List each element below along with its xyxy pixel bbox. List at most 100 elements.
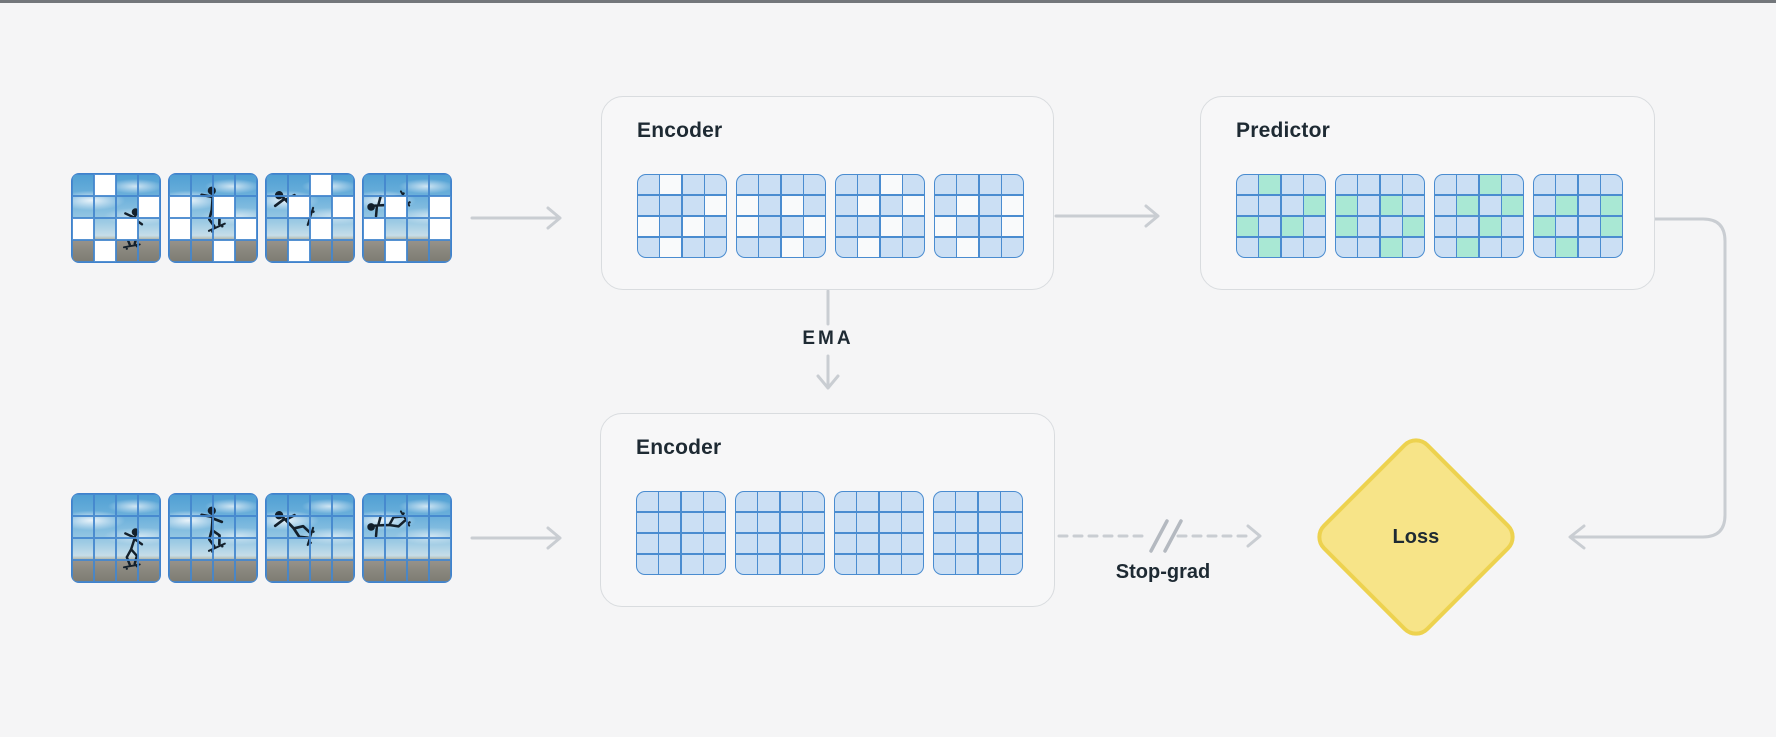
context-token-cell bbox=[903, 237, 924, 257]
visible-patch bbox=[94, 538, 116, 560]
visible-patch bbox=[138, 516, 160, 538]
context-token-cell bbox=[835, 512, 856, 533]
context-token-cell bbox=[704, 492, 725, 512]
masked-patch bbox=[288, 196, 310, 218]
context-token-cell bbox=[1304, 237, 1325, 257]
context-token-cell bbox=[804, 237, 825, 257]
predicted-token-cell bbox=[1479, 216, 1501, 237]
context-token-cell bbox=[638, 237, 659, 257]
visible-patch bbox=[235, 538, 257, 560]
context-token-cell bbox=[803, 492, 824, 512]
context-token-cell bbox=[638, 175, 659, 195]
context-token-cell bbox=[902, 512, 923, 533]
visible-patch bbox=[235, 196, 257, 218]
context-token-cell bbox=[1001, 512, 1022, 533]
ema-label: EMA bbox=[802, 328, 854, 349]
context-token-cell bbox=[979, 175, 1001, 195]
visible-patch bbox=[116, 240, 138, 262]
visible-patch bbox=[72, 494, 94, 516]
visible-patch bbox=[266, 516, 288, 538]
context-token-cell bbox=[1281, 175, 1303, 195]
visible-patch bbox=[266, 174, 288, 196]
visible-patch bbox=[72, 538, 94, 560]
masked-token-cell bbox=[858, 237, 880, 257]
context-token-cell bbox=[737, 175, 758, 195]
context-token-cell bbox=[1304, 216, 1325, 237]
context-token-cell bbox=[1304, 175, 1325, 195]
context-token-cell bbox=[759, 175, 781, 195]
context-token-cell bbox=[659, 554, 681, 574]
context-token-cell bbox=[1281, 237, 1303, 257]
masked-patch bbox=[138, 196, 160, 218]
encoder-box-bottom: Encoder bbox=[600, 413, 1055, 607]
masked-patch bbox=[385, 240, 407, 262]
context-token-cell bbox=[704, 554, 725, 574]
patch-grid-overlay bbox=[266, 494, 354, 582]
visible-patch bbox=[138, 538, 160, 560]
predicted-token-cell bbox=[1281, 216, 1303, 237]
unmasked-frame bbox=[265, 493, 355, 583]
masked-token-cell bbox=[903, 195, 924, 216]
visible-patch bbox=[363, 494, 385, 516]
context-token-cell bbox=[682, 195, 704, 216]
visible-patch bbox=[429, 174, 451, 196]
context-token-cell bbox=[705, 237, 726, 257]
context-token-cell bbox=[957, 216, 979, 237]
context-token-cell bbox=[1281, 195, 1303, 216]
predicted-token-cell bbox=[1380, 195, 1402, 216]
predicted-token-cell bbox=[1479, 175, 1501, 195]
visible-patch bbox=[288, 560, 310, 582]
context-token-cell bbox=[978, 554, 1000, 574]
context-token-cell bbox=[903, 175, 924, 195]
context-token-cell bbox=[1578, 216, 1600, 237]
context-token-cell bbox=[1403, 237, 1424, 257]
masked-token-cell bbox=[682, 216, 704, 237]
masked-token-cell bbox=[781, 237, 803, 257]
context-token-cell bbox=[1259, 195, 1281, 216]
visible-patch bbox=[116, 516, 138, 538]
visible-patch bbox=[385, 218, 407, 240]
masked-patch bbox=[332, 196, 354, 218]
context-token-cell bbox=[1601, 175, 1622, 195]
predictor-title: Predictor bbox=[1236, 119, 1330, 142]
context-token-cell bbox=[1259, 216, 1281, 237]
context-token-cell bbox=[704, 533, 725, 554]
context-token-cell bbox=[660, 216, 682, 237]
context-token-cell bbox=[1380, 216, 1402, 237]
encoder-top-title: Encoder bbox=[637, 119, 723, 142]
context-token-cell bbox=[637, 492, 658, 512]
masked-patch bbox=[213, 240, 235, 262]
visible-patch bbox=[407, 538, 429, 560]
context-token-cell bbox=[857, 554, 879, 574]
context-token-cell bbox=[1435, 237, 1456, 257]
visible-patch bbox=[288, 218, 310, 240]
masked-token-cell bbox=[705, 195, 726, 216]
visible-patch bbox=[429, 538, 451, 560]
context-token-cell bbox=[935, 195, 956, 216]
visible-patch bbox=[310, 560, 332, 582]
visible-patch bbox=[310, 196, 332, 218]
stop-grad-label: Stop-grad bbox=[1115, 561, 1211, 583]
masked-token-cell bbox=[957, 195, 979, 216]
visible-patch bbox=[191, 494, 213, 516]
token-grid bbox=[637, 174, 727, 258]
visible-patch bbox=[266, 494, 288, 516]
context-token-cell bbox=[1001, 492, 1022, 512]
context-token-cell bbox=[637, 533, 658, 554]
context-token-cell bbox=[759, 216, 781, 237]
context-token-cell bbox=[681, 533, 703, 554]
context-token-cell bbox=[835, 533, 856, 554]
visible-patch bbox=[332, 494, 354, 516]
masked-patch bbox=[385, 196, 407, 218]
context-token-cell bbox=[759, 237, 781, 257]
visible-patch bbox=[407, 494, 429, 516]
masked-token-cell bbox=[781, 195, 803, 216]
context-token-cell bbox=[1358, 237, 1380, 257]
context-token-cell bbox=[836, 216, 857, 237]
predicted-token-cell bbox=[1457, 195, 1479, 216]
context-token-cell bbox=[682, 175, 704, 195]
visible-patch bbox=[116, 560, 138, 582]
context-token-cell bbox=[836, 237, 857, 257]
masked-token-cell bbox=[880, 175, 902, 195]
context-token-cell bbox=[835, 554, 856, 574]
